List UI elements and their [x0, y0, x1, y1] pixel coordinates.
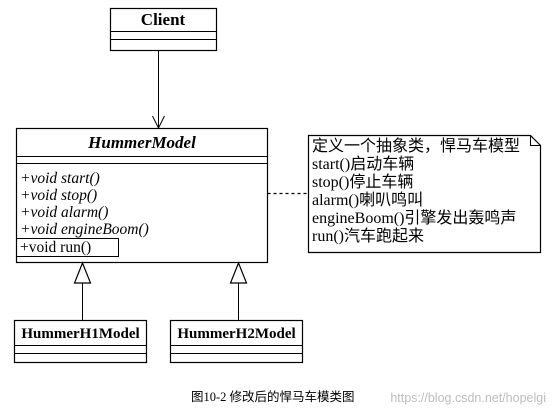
method-alarm: +void alarm(): [20, 204, 108, 221]
note-line: run()汽车跑起来: [312, 227, 424, 245]
subclass-h2-name: HummerH2Model: [177, 326, 295, 342]
note-line: engineBoom()引擎发出轰鸣声: [312, 208, 516, 227]
hollow-triangle-icon: [229, 261, 248, 284]
client-class-box: [109, 7, 218, 52]
subclass-h1: HummerH1Model: [13, 319, 148, 364]
abstract-class-box: [15, 127, 269, 264]
client-class: Client: [109, 7, 218, 52]
method-start: +void start(): [20, 170, 100, 187]
watermark: https://blog.csdn.net/hopelgi: [390, 391, 546, 405]
method-stop: +void stop(): [20, 187, 97, 204]
figure-caption: 图10-2 修改后的悍马车模类图: [191, 389, 355, 404]
subclass-h1-name: HummerH1Model: [21, 326, 139, 342]
note-line: alarm()喇叭鸣叫: [312, 191, 423, 209]
note-line: 定义一个抽象类，悍马车模型: [312, 137, 520, 155]
method-engine-boom: +void engineBoom(): [20, 221, 149, 238]
abstract-class: HummerModel +void start() +void stop() +…: [15, 127, 269, 264]
method-run-highlight-box: [16, 238, 119, 257]
method-run: +void run(): [20, 239, 91, 256]
generalization-h1: [73, 261, 92, 320]
client-class-name: Client: [141, 10, 186, 29]
note-line: start()启动车辆: [312, 155, 414, 173]
note: 定义一个抽象类，悍马车模型 start()启动车辆 stop()停止车辆 ala…: [307, 134, 542, 254]
subclass-h2-box: [169, 319, 304, 364]
abstract-class-name: HummerModel: [87, 133, 196, 152]
hollow-triangle-icon: [73, 261, 92, 284]
note-box: [307, 134, 542, 254]
generalization-h2: [229, 261, 248, 320]
subclass-h1-box: [13, 319, 148, 364]
subclass-h2: HummerH2Model: [169, 319, 304, 364]
note-folded-corner-icon: [530, 135, 541, 146]
note-line: stop()停止车辆: [312, 173, 413, 191]
